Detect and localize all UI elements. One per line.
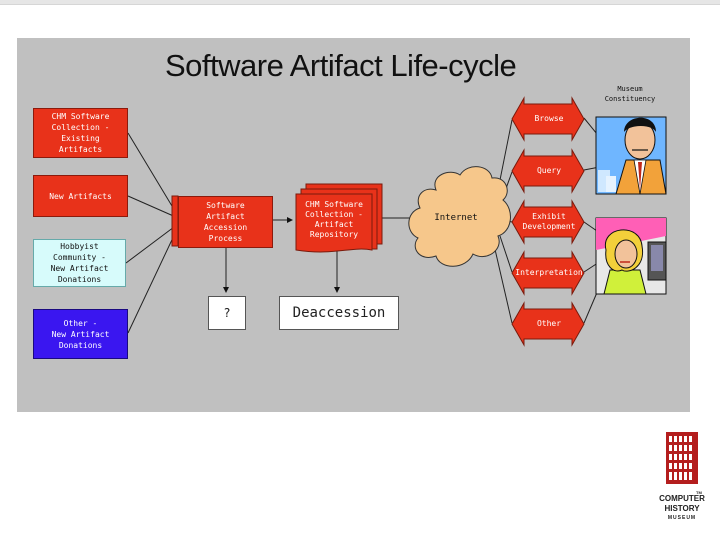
connector-internet-other (493, 244, 513, 324)
connector-source-2 (127, 195, 179, 219)
question-box: ? (208, 296, 246, 330)
use-label-interpretation: Interpretation (515, 268, 583, 277)
deaccession-box: Deaccession (279, 296, 399, 330)
connector-source-3 (125, 223, 179, 264)
use-arrow-exhibit (511, 199, 585, 245)
connector-source-1 (127, 132, 179, 217)
source-other-donations: Other - New Artifact Donations (33, 309, 128, 359)
use-arrow-query (511, 148, 585, 194)
logo-tm: TM (696, 490, 702, 495)
logo-mark-icon (666, 432, 698, 484)
use-arrow-interpretation (511, 250, 585, 296)
use-arrows (511, 96, 585, 347)
source-hobbyist-donations: Hobbyist Community - New Artifact Donati… (33, 239, 126, 287)
source-existing-artifacts: CHM Software Collection - Existing Artif… (33, 108, 128, 158)
source-new-artifacts: New Artifacts (33, 175, 128, 217)
logo-line-computer: COMPUTER (659, 494, 705, 503)
accession-process: Software Artifact Accession Process (178, 196, 273, 248)
repository-stack (295, 183, 383, 253)
use-arrow-browse (511, 96, 585, 142)
man-illustration (595, 116, 667, 195)
logo-line-history: HISTORY (664, 504, 700, 513)
connector-internet-interpretation (499, 235, 513, 273)
use-label-exhibit: Exhibit Development (522, 212, 576, 231)
connector-source-4 (127, 226, 179, 334)
constituency-label: Museum Constituency (604, 85, 656, 103)
use-arrow-other (511, 301, 585, 347)
internet-label: Internet (434, 213, 478, 223)
use-label-query: Query (536, 166, 562, 175)
top-rule-shadow (0, 4, 720, 5)
internet-cloud (408, 166, 511, 267)
computer-history-museum-logo: TM COMPUTER HISTORY MUSEUM (656, 430, 708, 530)
use-label-browse: Browse (534, 114, 564, 123)
slide-title: Software Artifact Life-cycle (165, 48, 517, 83)
repository-label: CHM Software Collection - Artifact Repos… (305, 200, 363, 239)
use-label-other: Other (536, 319, 562, 328)
logo-line-museum: MUSEUM (667, 515, 697, 521)
top-rule (0, 0, 720, 4)
woman-illustration (595, 217, 667, 295)
